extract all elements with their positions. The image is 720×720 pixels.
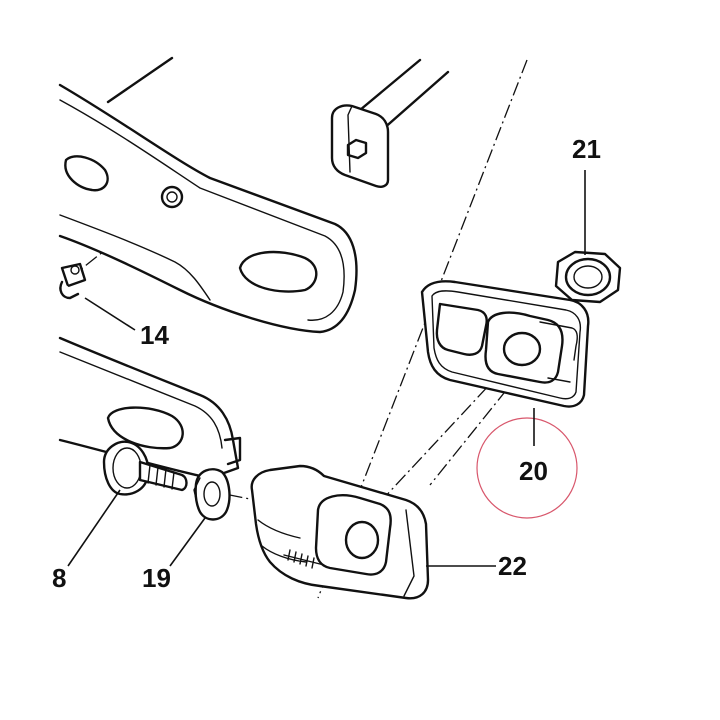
leader-lines	[67, 170, 586, 567]
callout-22: 22	[498, 551, 527, 581]
part-19-nut	[193, 468, 231, 521]
callout-20: 20	[519, 456, 548, 486]
callout-8: 8	[52, 563, 66, 593]
axle-bolt	[330, 58, 450, 188]
part-14-bolt	[59, 262, 87, 300]
part-8-bolt	[102, 440, 188, 496]
callout-14: 14	[140, 320, 169, 350]
part-20-adjuster-plate	[420, 280, 590, 408]
part-22-adjuster-block	[250, 464, 430, 600]
callout-21: 21	[572, 134, 601, 164]
callout-20-highlight-circle	[476, 417, 578, 519]
lower-swingarm-section	[58, 336, 242, 480]
part-21-nut	[554, 250, 622, 304]
upper-swingarm-section	[58, 56, 358, 334]
callout-19: 19	[142, 563, 171, 593]
